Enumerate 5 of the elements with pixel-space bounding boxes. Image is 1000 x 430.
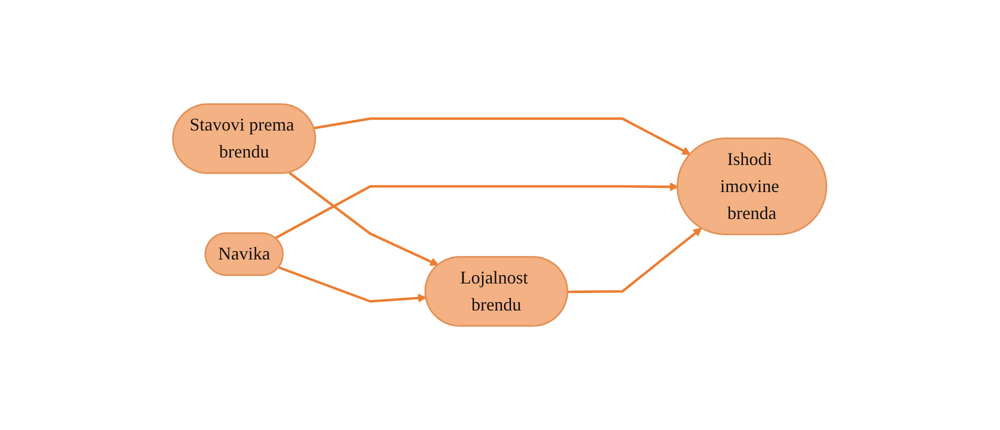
arrow xyxy=(314,117,692,155)
arrow xyxy=(275,182,679,240)
arrow xyxy=(288,172,440,266)
arrow xyxy=(278,266,427,303)
arrow xyxy=(568,228,702,294)
